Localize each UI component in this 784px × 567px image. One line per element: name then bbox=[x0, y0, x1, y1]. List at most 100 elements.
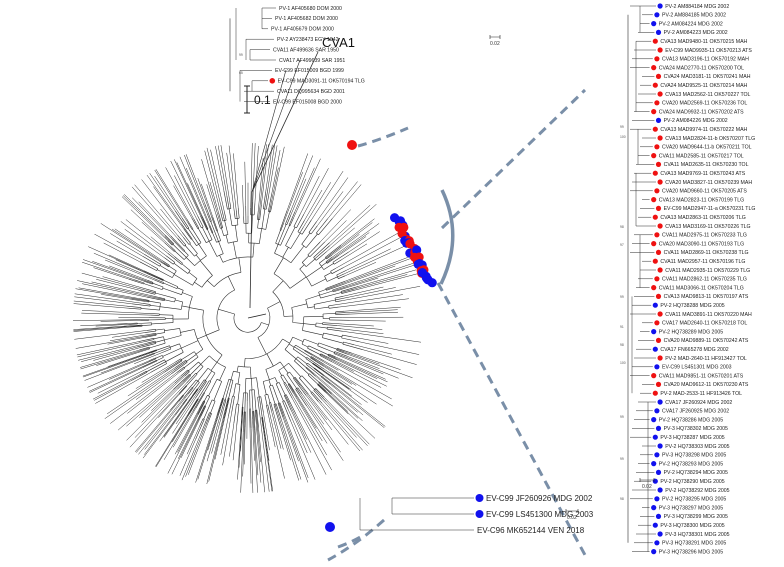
tree-branch bbox=[76, 341, 139, 356]
taxon-label: CVA20 MAD3827-11 OK570239 MAH bbox=[665, 180, 752, 186]
tree-arc bbox=[228, 241, 238, 244]
tree-branch bbox=[295, 389, 307, 407]
tree-branch bbox=[144, 330, 156, 333]
tree-branch bbox=[327, 181, 358, 219]
marker-blue bbox=[412, 245, 422, 255]
tree-arc bbox=[274, 253, 292, 264]
tree-arc bbox=[201, 226, 204, 229]
taxon-label: CVA13 MAD9974-11 OK570222 MAH bbox=[660, 127, 747, 133]
tree-branch bbox=[130, 325, 143, 328]
tree-branch bbox=[287, 384, 294, 394]
tree-branch bbox=[92, 261, 141, 280]
sample-dot-red bbox=[654, 188, 660, 194]
tree-branch bbox=[203, 395, 208, 402]
tree-branch bbox=[255, 417, 262, 483]
tree-branch bbox=[149, 173, 176, 212]
tree-branch bbox=[153, 336, 164, 340]
tree-branch bbox=[194, 389, 199, 395]
tree-branch bbox=[284, 349, 297, 360]
tree-branch bbox=[321, 369, 350, 390]
tree-branch bbox=[257, 431, 261, 462]
tree-branch bbox=[216, 397, 223, 416]
tree-branch bbox=[210, 221, 219, 242]
tree-branch bbox=[315, 376, 358, 413]
tree-arc bbox=[301, 244, 307, 248]
tree-branch bbox=[208, 418, 225, 482]
tree-branch bbox=[292, 395, 328, 456]
tree-branch bbox=[93, 267, 130, 280]
tree-branch bbox=[73, 325, 125, 330]
tree-branch bbox=[348, 264, 415, 287]
tree-branch bbox=[188, 361, 199, 372]
tree-branch bbox=[233, 209, 236, 219]
tree-branch bbox=[81, 272, 148, 292]
tree-branch bbox=[174, 250, 185, 260]
tree-branch bbox=[233, 153, 239, 208]
tree-branch bbox=[253, 411, 256, 431]
taxon-label: CVA24 MAD9932-11 OK570202 ATS bbox=[659, 109, 744, 115]
taxon-label: CVA17 JF260925 MDG 2002 bbox=[662, 409, 729, 415]
tree-branch bbox=[331, 267, 344, 274]
tree-branch bbox=[271, 150, 281, 195]
tree-branch bbox=[259, 204, 262, 220]
bootstrap-value: 97 bbox=[620, 243, 624, 247]
tree-branch bbox=[343, 244, 408, 275]
tree-branch bbox=[125, 219, 169, 254]
tree-branch bbox=[290, 420, 316, 480]
tree-arc bbox=[179, 343, 184, 353]
tree-branch bbox=[122, 195, 166, 237]
tree-branch bbox=[186, 218, 194, 230]
tree-branch bbox=[175, 360, 186, 368]
tree-branch bbox=[335, 310, 345, 313]
tree-branch bbox=[184, 245, 195, 257]
taxon-label: EV-C99 MAD9935-11 OK570213 ATS bbox=[665, 48, 752, 54]
tree-branch bbox=[74, 296, 132, 305]
tree-branch bbox=[214, 415, 226, 460]
tree-branch bbox=[181, 305, 190, 308]
tree-branch bbox=[316, 251, 327, 261]
tree-branch bbox=[84, 360, 137, 381]
tree-branch bbox=[294, 167, 315, 212]
tree-branch bbox=[250, 408, 252, 429]
tree-branch bbox=[74, 293, 144, 304]
tree-branch bbox=[178, 385, 188, 395]
tree-branch bbox=[318, 381, 333, 394]
tree-branch bbox=[297, 387, 303, 395]
tree-branch bbox=[229, 202, 232, 209]
tree-branch bbox=[152, 282, 164, 288]
tree-branch bbox=[325, 390, 348, 412]
tree-branch bbox=[270, 203, 273, 212]
tree-branch bbox=[310, 357, 324, 367]
tree-branch bbox=[151, 389, 174, 411]
tree-branch bbox=[210, 149, 225, 212]
tree-branch bbox=[224, 220, 229, 235]
tree-branch bbox=[81, 346, 137, 362]
tree-branch bbox=[163, 394, 195, 438]
tree-branch bbox=[128, 323, 138, 325]
tree-branch bbox=[187, 222, 193, 230]
tree-branch bbox=[319, 257, 327, 264]
tree-branch bbox=[294, 346, 312, 358]
tree-branch bbox=[343, 286, 384, 297]
tree-branch bbox=[124, 228, 165, 259]
tree-branch bbox=[314, 373, 364, 416]
tree-branch bbox=[341, 286, 421, 301]
tree-arc bbox=[233, 313, 262, 333]
tree-branch bbox=[278, 370, 283, 376]
sample-dot-red bbox=[655, 293, 662, 299]
tree-branch bbox=[94, 233, 152, 266]
tree-branch bbox=[330, 384, 385, 428]
sample-dot-blue bbox=[652, 478, 658, 484]
tree-branch bbox=[208, 379, 218, 397]
tree-branch bbox=[177, 235, 187, 246]
bootstrap-value: 99 bbox=[239, 53, 243, 57]
tree-branch bbox=[333, 353, 344, 358]
tree-branch bbox=[250, 428, 254, 493]
cva1-subbranch bbox=[251, 59, 301, 193]
tree-branch bbox=[124, 194, 166, 236]
tree-branch bbox=[237, 384, 241, 405]
taxon-label: PV-1 AF405679 DOM 2000 bbox=[271, 27, 334, 33]
marker-red bbox=[410, 252, 420, 262]
taxon-label: PV-2 AM884185 MDG 2002 bbox=[662, 13, 726, 19]
sample-dot-blue bbox=[475, 510, 484, 518]
